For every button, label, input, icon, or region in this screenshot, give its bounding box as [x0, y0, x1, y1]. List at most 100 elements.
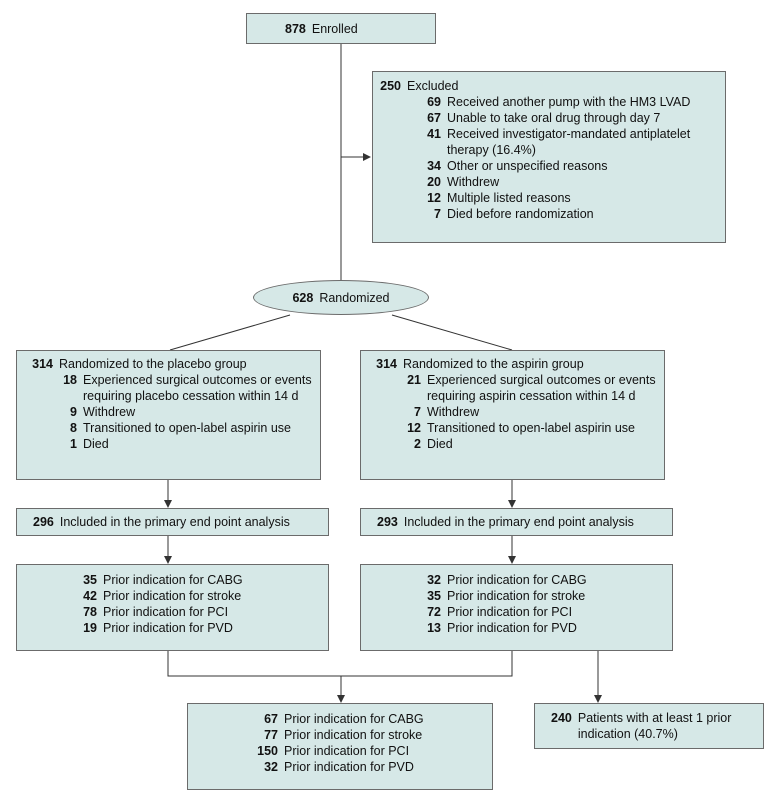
total-indication-label: Prior indication for CABG [284, 712, 424, 726]
placebo-event-count: 1 [70, 437, 77, 451]
excluded-reason-count: 69 [427, 95, 441, 109]
excluded-reason-label: Multiple listed reasons [447, 191, 571, 205]
placebo-event-label: Experienced surgical outcomes or events … [83, 373, 312, 403]
line-merge-groups [167, 651, 513, 677]
placebo-indication-label: Prior indication for PCI [103, 605, 229, 619]
placebo-event-label: Transitioned to open-label aspirin use [83, 421, 291, 435]
placebo-indication-label: Prior indication for stroke [103, 589, 242, 603]
excluded-reason-count: 34 [427, 159, 441, 173]
placebo-analysis-box: 296 Included in the primary end point an… [16, 508, 329, 536]
aspirin-event: 2 Died [361, 436, 664, 452]
randomized-label: Randomized [319, 290, 390, 305]
excluded-count: 250 [380, 79, 401, 93]
aspirin-indication-label: Prior indication for stroke [447, 589, 586, 603]
placebo-event: 8 Transitioned to open-label aspirin use [17, 420, 320, 436]
placebo-count: 314 [32, 357, 53, 371]
aspirin-indication-label: Prior indication for CABG [447, 573, 587, 587]
aspirin-indication-label: Prior indication for PCI [447, 605, 573, 619]
placebo-event-count: 8 [70, 421, 77, 435]
placebo-event: 9 Withdrew [17, 404, 320, 420]
placebo-event-label: Withdrew [83, 405, 136, 419]
total-indication: 77 Prior indication for stroke [250, 727, 492, 743]
total-indication-label: Prior indication for PCI [284, 744, 410, 758]
excluded-reason-count: 67 [427, 111, 441, 125]
aspirin-event-label: Died [427, 437, 453, 451]
excluded-reason: 41 Received investigator-mandated antipla… [373, 126, 725, 158]
aspirin-event-label: Experienced surgical outcomes or events … [427, 373, 656, 403]
randomized-node: 628 Randomized [253, 280, 429, 315]
aspirin-event-label: Transitioned to open-label aspirin use [427, 421, 635, 435]
aspirin-indication-count: 13 [427, 621, 441, 635]
total-indication: 150 Prior indication for PCI [250, 743, 492, 759]
placebo-event: 18 Experienced surgical outcomes or event… [17, 372, 320, 404]
aspirin-event-label: Withdrew [427, 405, 480, 419]
aspirin-indication-label: Prior indication for PVD [447, 621, 577, 635]
enrolled-label: Enrolled [311, 21, 358, 36]
aspirin-analysis-count: 293 [377, 515, 398, 529]
total-indication-count: 77 [264, 728, 278, 742]
placebo-indication-count: 19 [83, 621, 97, 635]
randomized-count: 628 [292, 290, 314, 305]
placebo-indication-label: Prior indication for CABG [103, 573, 243, 587]
total-indication-label: Prior indication for PVD [284, 760, 414, 774]
placebo-indication: 35 Prior indication for CABG [75, 572, 328, 588]
total-indication-count: 32 [264, 760, 278, 774]
aspirin-event: 12 Transitioned to open-label aspirin use [361, 420, 664, 436]
aspirin-analysis-label: Included in the primary end point analys… [403, 515, 634, 529]
placebo-indication-count: 35 [83, 573, 97, 587]
aspirin-analysis-box: 293 Included in the primary end point an… [360, 508, 673, 536]
at-least-one-label: Patients with at least 1 prior indicatio… [577, 711, 732, 741]
placebo-analysis-label: Included in the primary end point analys… [59, 515, 290, 529]
at-least-one-count: 240 [551, 711, 572, 725]
placebo-event-count: 18 [63, 373, 77, 387]
excluded-reason-label: Unable to take oral drug through day 7 [447, 111, 661, 125]
placebo-indication-count: 78 [83, 605, 97, 619]
aspirin-indication: 13 Prior indication for PVD [419, 620, 672, 636]
line-randomized-to-placebo [169, 314, 291, 351]
excluded-reason-label: Received investigator-mandated antiplate… [447, 127, 691, 157]
at-least-one-box: 240 Patients with at least 1 prior indic… [534, 703, 764, 749]
placebo-event-count: 9 [70, 405, 77, 419]
total-indication-count: 150 [257, 744, 278, 758]
excluded-reasons-list: 69 Received another pump with the HM3 LVA… [373, 94, 725, 222]
enrolled-box: 878 Enrolled [246, 13, 436, 44]
aspirin-event-count: 7 [414, 405, 421, 419]
aspirin-event-count: 2 [414, 437, 421, 451]
excluded-reason-count: 12 [427, 191, 441, 205]
excluded-reason-label: Received another pump with the HM3 LVAD [447, 95, 691, 109]
excluded-reason: 12 Multiple listed reasons [373, 190, 725, 206]
excluded-reason-label: Withdrew [447, 175, 500, 189]
total-indication-label: Prior indication for stroke [284, 728, 423, 742]
placebo-event-label: Died [83, 437, 109, 451]
aspirin-event: 7 Withdrew [361, 404, 664, 420]
excluded-label: Excluded [407, 79, 459, 93]
line-randomized-to-aspirin [391, 314, 513, 351]
aspirin-event-count: 12 [407, 421, 421, 435]
excluded-box: 250 Excluded 69 Received another pump wit… [372, 71, 726, 243]
aspirin-label: Randomized to the aspirin group [403, 357, 584, 371]
total-indication-count: 67 [264, 712, 278, 726]
excluded-reason: 69 Received another pump with the HM3 LVA… [373, 94, 725, 110]
placebo-event: 1 Died [17, 436, 320, 452]
excluded-reason-count: 41 [427, 127, 441, 141]
placebo-label: Randomized to the placebo group [59, 357, 247, 371]
excluded-reason-count: 7 [434, 207, 441, 221]
placebo-indication: 78 Prior indication for PCI [75, 604, 328, 620]
excluded-reason: 67 Unable to take oral drug through day 7 [373, 110, 725, 126]
